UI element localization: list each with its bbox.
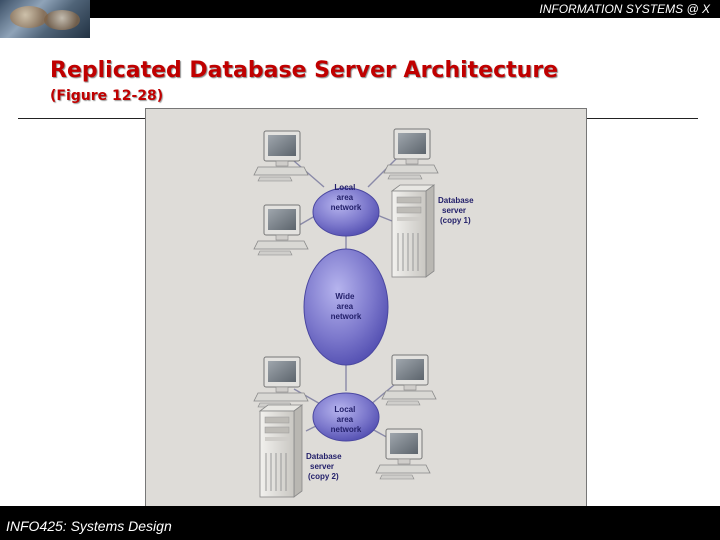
bottom-bar xyxy=(0,506,720,540)
lan-bottom-label-3: network xyxy=(331,425,362,434)
lan-top-label-3: network xyxy=(331,203,362,212)
lan-bottom-label-1: Local xyxy=(334,405,355,414)
wan-label-2: area xyxy=(337,302,354,311)
top-bar xyxy=(0,0,720,18)
lan-top-label-2: area xyxy=(337,193,354,202)
svg-text:Local area net: Local area network xyxy=(331,183,362,212)
footer-text: INFO425: Systems Design xyxy=(6,518,172,534)
lan-bottom-node: Local area network xyxy=(312,392,380,442)
workstation-icon xyxy=(253,204,309,256)
slide-title: Replicated Database Server Architecture xyxy=(50,58,559,83)
database-server-2-icon xyxy=(259,404,303,498)
slide-subtitle: (Figure 12-28) xyxy=(50,88,164,104)
architecture-diagram: Local area network Wide area network Loc… xyxy=(253,128,476,498)
lan-top-node: Local area network xyxy=(312,183,380,237)
server-1-label: Database server (copy 1) xyxy=(438,196,476,225)
wan-node: Wide area network xyxy=(303,248,389,366)
handshake-photo xyxy=(0,0,90,38)
svg-text:Wide area netw: Wide area network xyxy=(331,292,362,321)
workstation-icon xyxy=(381,354,437,406)
workstation-icon xyxy=(253,130,309,182)
workstation-icon xyxy=(383,128,439,180)
lan-top-label-1: Local xyxy=(334,183,355,192)
workstation-icon xyxy=(253,356,309,408)
wan-label-1: Wide xyxy=(335,292,355,301)
svg-text:Local area net: Local area network xyxy=(331,405,362,434)
database-server-1-icon xyxy=(391,184,435,278)
lan-bottom-label-2: area xyxy=(337,415,354,424)
header-text: INFORMATION SYSTEMS @ X xyxy=(539,2,710,16)
architecture-figure: Local area network Wide area network Loc… xyxy=(145,108,587,522)
wan-label-3: network xyxy=(331,312,362,321)
server-2-label: Database server (copy 2) xyxy=(306,452,344,481)
